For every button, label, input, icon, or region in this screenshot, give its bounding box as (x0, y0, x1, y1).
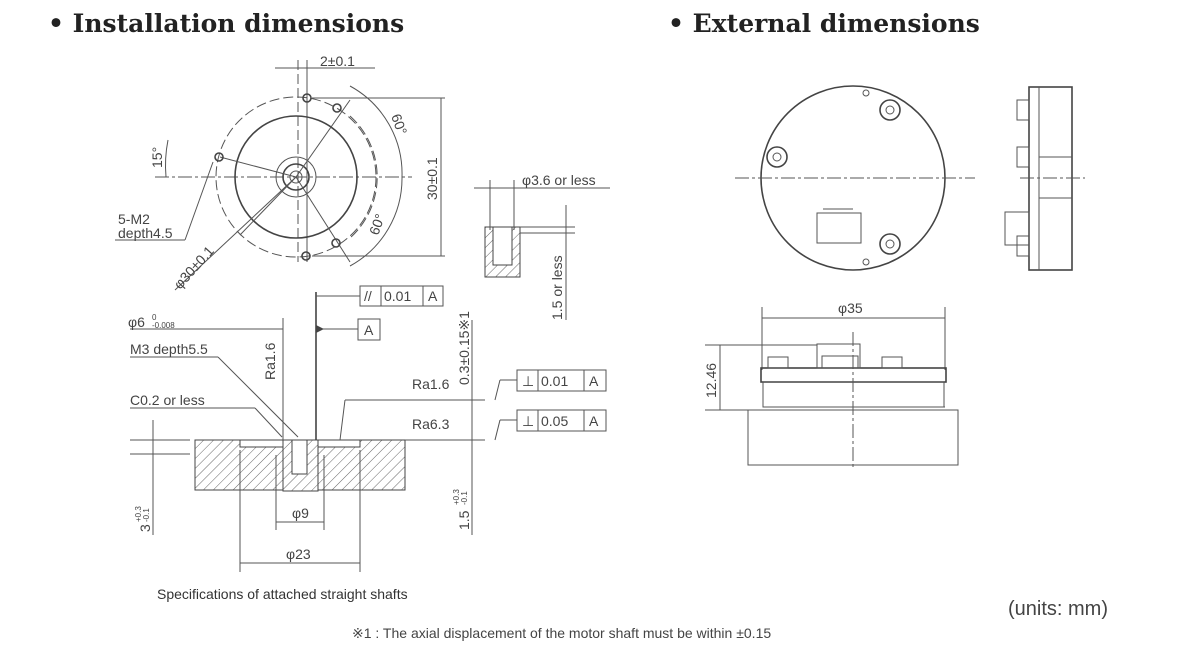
shaft-diameter-label: φ6 (128, 314, 145, 330)
ra-base-label: Ra6.3 (412, 416, 450, 432)
height-30-label: 30±0.1 (424, 157, 440, 200)
step-tol-upper: +0.3 (452, 489, 461, 505)
angle-60-bottom-label: 60° (366, 212, 388, 237)
external-rear-view (735, 85, 975, 271)
perpendicularity-frame-1: ⊥ 0.01 A (516, 369, 607, 392)
bore-diameter-label: φ9 (292, 505, 309, 521)
recess-diameter-label: φ23 (286, 546, 311, 562)
tapped-hole-label: 5-M2 (118, 211, 150, 227)
svg-text:⊥: ⊥ (522, 373, 534, 389)
external-heading: • External dimensions (668, 9, 980, 38)
svg-text:0.01: 0.01 (541, 373, 568, 389)
ra-face-label: Ra1.6 (412, 376, 450, 392)
pcd-label: φ30±0.1 (170, 243, 217, 292)
parallelism-frame: // 0.01 A (359, 285, 444, 307)
tapped-depth-label: depth4.5 (118, 225, 173, 241)
detail-diameter-label: φ3.6 or less (522, 172, 596, 188)
hole-spacing-label: 2±0.1 (320, 53, 355, 69)
external-front-view: φ35 12.46 (703, 300, 959, 470)
units-label: (units: mm) (1008, 598, 1108, 620)
perpendicularity-frame-2: ⊥ 0.05 A (516, 409, 607, 432)
axial-gap-label: 0.3±0.15※1 (456, 311, 472, 385)
shaft-tol-lower: -0.008 (152, 321, 175, 330)
angle-15-label: 15° (149, 147, 165, 168)
step-height-label: 1.5 (456, 510, 472, 530)
external-side-view (1004, 86, 1085, 271)
svg-text://: // (364, 288, 372, 304)
angle-60-top-label: 60° (388, 112, 410, 137)
base-tol-lower: -0.1 (142, 508, 151, 522)
section-caption: Specifications of attached straight shaf… (157, 586, 408, 602)
detail-depth-label: 1.5 or less (549, 255, 565, 320)
tap-label: M3 depth5.5 (130, 341, 208, 357)
step-tol-lower: -0.1 (460, 491, 469, 505)
base-depth-label: 3 (137, 524, 153, 532)
footnote: ※1 : The axial displacement of the motor… (352, 625, 771, 641)
base-tol-upper: +0.3 (134, 506, 143, 522)
shaft-section-view: φ6 0 -0.008 M3 depth5.5 C0.2 or less Ra1… (128, 285, 607, 572)
chamfer-label: C0.2 or less (130, 392, 205, 408)
shaft-tol-upper: 0 (152, 313, 157, 322)
external-height-label: 12.46 (703, 363, 719, 398)
external-diameter-label: φ35 (838, 300, 863, 316)
installation-top-view: 2±0.1 15° 60° 60° 30±0.1 φ30±0.1 5-M2 de… (115, 53, 445, 292)
connector (816, 212, 862, 244)
svg-text:A: A (589, 373, 599, 389)
svg-text:A: A (364, 322, 374, 338)
svg-text:⊥: ⊥ (522, 413, 534, 429)
installation-heading: • Installation dimensions (48, 9, 404, 38)
svg-text:0.05: 0.05 (541, 413, 568, 429)
datum-a-box: A (357, 318, 381, 341)
hole-detail-view: φ3.6 or less 1.5 or less (474, 172, 610, 320)
svg-text:A: A (589, 413, 599, 429)
svg-text:A: A (428, 288, 438, 304)
svg-text:0.01: 0.01 (384, 288, 411, 304)
mounting-holes (214, 93, 342, 261)
ra-shaft-label: Ra1.6 (262, 342, 278, 380)
